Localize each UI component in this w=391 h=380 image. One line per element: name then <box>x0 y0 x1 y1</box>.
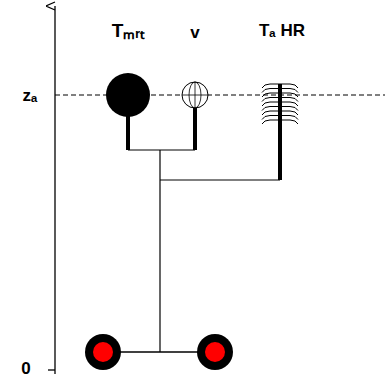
height-axis <box>54 6 55 374</box>
sensor-label: Tₐ HR <box>259 22 305 39</box>
axis-origin: 0 <box>21 360 30 377</box>
anemometer <box>182 82 208 108</box>
sensor-stem <box>193 108 197 150</box>
cart-wheel <box>197 334 233 370</box>
cart-wheel <box>85 334 121 370</box>
sensor-stem <box>126 115 130 150</box>
height-label: zₐ <box>23 87 38 104</box>
globe-thermometer <box>106 73 150 117</box>
sensor-label: Tₘᵣₜ <box>112 21 144 40</box>
axis-tick <box>48 369 55 370</box>
support-arm <box>128 150 195 151</box>
sensor-label: v <box>190 24 199 41</box>
height-line <box>55 95 385 96</box>
support-arm <box>160 180 280 181</box>
sensor-stem <box>278 84 282 180</box>
